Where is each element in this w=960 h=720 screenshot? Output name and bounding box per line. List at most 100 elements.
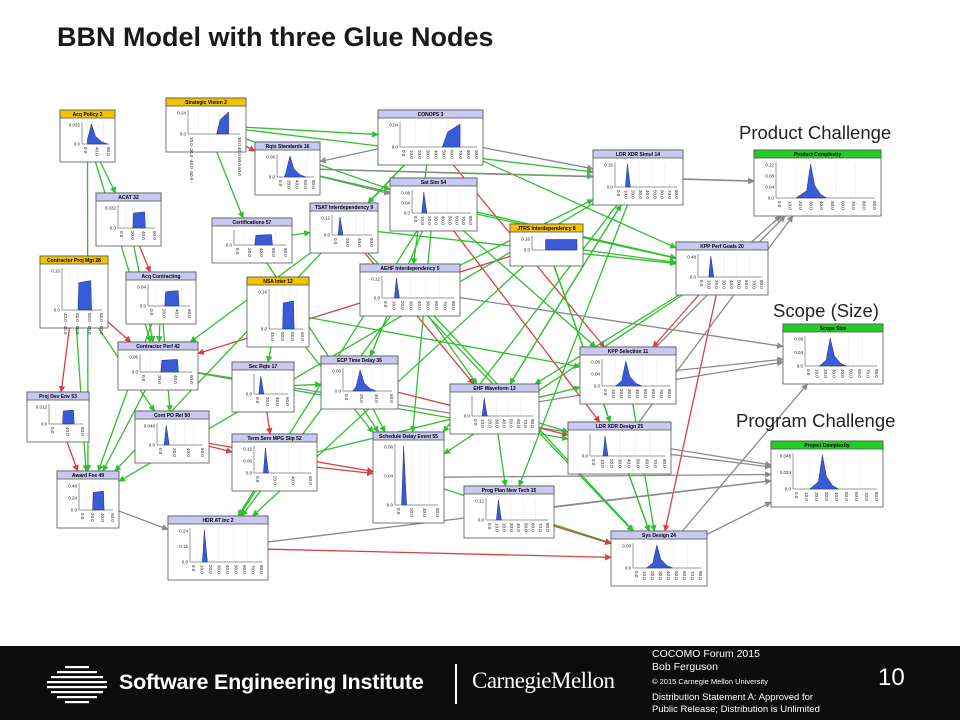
edge-rqts_standards-sat_sim (319, 175, 391, 196)
edge-prog_plan_new_tech-sys_design (553, 525, 612, 545)
x-tick: 10.0 (200, 565, 205, 574)
node-title: Award Fee 49 (72, 473, 104, 479)
x-tick: 60.0 (110, 513, 115, 522)
edge-sec_rqts-ecp_time_delay (293, 381, 322, 388)
x-tick: 0.0 (777, 201, 782, 208)
y-tick: 0.0 (324, 233, 331, 238)
y-tick: 0.16 (51, 269, 60, 274)
edge-sat_sim-kpp_selection (463, 230, 597, 348)
x-tick: 45.0 - 50.0 (75, 313, 80, 335)
x-tick: 30.0 (618, 459, 623, 468)
distribution-shape (794, 163, 828, 199)
node-title: ACAT 32 (118, 195, 139, 201)
y-tick: 0.06 (129, 355, 138, 360)
x-tick: 40.0 (627, 459, 632, 468)
y-tick: 0.06 (332, 369, 341, 374)
distribution-shape (337, 216, 344, 236)
x-tick: 40.0 (834, 492, 839, 501)
node-title: CONOPS 3 (418, 112, 444, 118)
distribution-line-2: Public Release; Distribution is Unlimite… (652, 704, 820, 715)
node-title: Proj Dev Env 53 (39, 394, 77, 400)
x-tick: 20.0 (208, 565, 213, 574)
x-tick: 10.0 (788, 201, 793, 210)
distribution-shape (545, 239, 578, 251)
distribution-shape (352, 369, 377, 392)
distribution-shape (394, 277, 400, 299)
x-tick: 60.0 (303, 180, 308, 189)
x-tick: 30.0 (638, 190, 643, 199)
x-tick: 40.0 (666, 571, 671, 580)
x-tick: 0.0 (191, 565, 196, 572)
x-tick: 0.0 (806, 369, 811, 376)
y-tick: 0.16 (604, 163, 613, 168)
y-tick: 0.0 (785, 487, 792, 492)
edge-ehf_waveform-prog_plan_new_tech (497, 433, 508, 487)
node-title: LDR XDR Simul 14 (616, 152, 660, 158)
distribution-shape (258, 375, 265, 395)
y-tick: 0.06 (266, 155, 275, 160)
y-tick: 0.0 (246, 471, 253, 476)
x-tick: 0.0 (634, 571, 639, 578)
node-jtrs-interdep[interactable]: JTRS Interdependency 80.160.0 (509, 223, 584, 267)
x-tick: 40.0 (174, 309, 179, 318)
x-tick: 80.0 (698, 571, 703, 580)
edge-cont_po_rel-term_serv_mpg (208, 445, 233, 454)
distribution-shape (645, 544, 673, 569)
edge-conops-kpp_perf_goals (482, 160, 677, 249)
edge-sys_design-project_complexity (706, 501, 772, 535)
x-tick: 0.0 (487, 523, 492, 530)
edge-jtrs_interdep-kpp_perf_goals (582, 249, 677, 265)
distribution-shape (92, 490, 105, 511)
node-contractor-proj-mgt[interactable]: Contractor Proj Mgt 280.160.040.0 - 45.0… (39, 255, 109, 335)
y-tick: 0.0 (464, 414, 471, 419)
x-tick: 80.0 (874, 369, 879, 378)
x-tick: 80.0 (674, 190, 679, 199)
x-tick: 70.0 (653, 459, 658, 468)
y-tick: 0.0 (335, 389, 342, 394)
x-tick: 40.0 - 45.0 (63, 313, 68, 335)
y-tick: 0.0 (768, 196, 775, 201)
node-title: Contractor Perf 42 (136, 344, 180, 350)
node-strategic-vision[interactable]: Strategic Vision 20.240.020.0 -30.0 -40.… (165, 97, 247, 184)
x-tick: 60.0 (454, 216, 459, 225)
node-title: Scope Size (820, 326, 847, 332)
y-tick: 0.0 (392, 145, 399, 150)
y-tick: 0.0 (582, 454, 589, 459)
edge-kpp_perf_goals-ehf_waveform (534, 294, 680, 385)
y-tick: 0.08 (794, 337, 803, 342)
x-tick: 50.0 - 55.0 (87, 313, 92, 335)
y-tick: 0.0 (182, 560, 189, 565)
edge-ldr_xdr_simul-product_complexity (682, 177, 755, 185)
x-tick: 60.0 (857, 369, 862, 378)
y-tick: 0.24 (68, 496, 77, 501)
